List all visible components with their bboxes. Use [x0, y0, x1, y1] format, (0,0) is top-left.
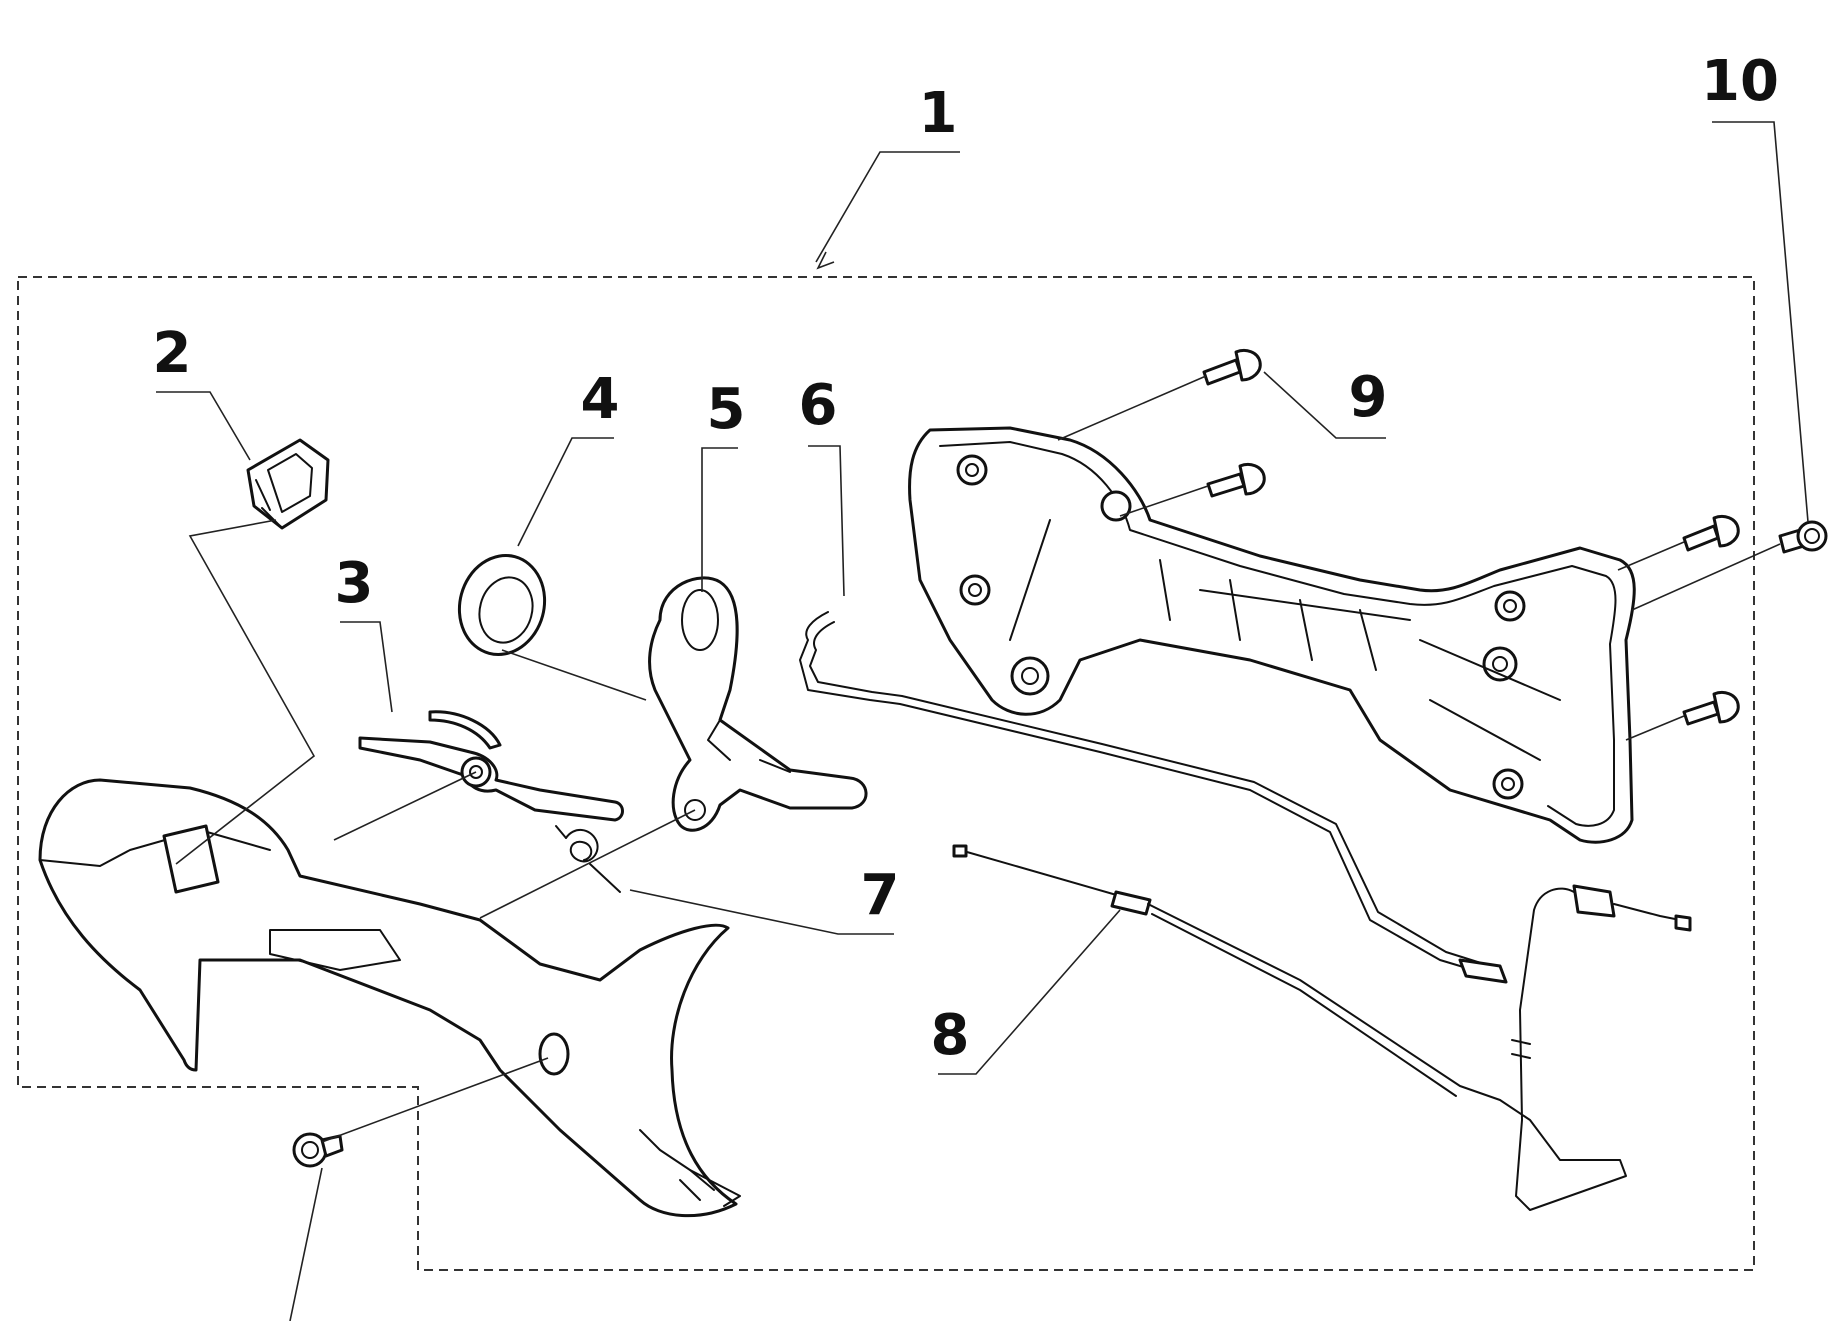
callout-6: 6 [799, 373, 838, 438]
part-screw-10 [1778, 520, 1828, 554]
callout-5: 5 [707, 377, 746, 442]
part-grommet [457, 553, 547, 657]
part-spring [555, 825, 621, 893]
part-switch [246, 438, 330, 530]
part-screw-bottom [292, 1132, 344, 1168]
part-wire-harness [799, 611, 1508, 984]
callout-10: 10 [1701, 49, 1779, 114]
part-lock-lever [358, 710, 624, 822]
callout-7: 7 [861, 863, 900, 928]
callout-9: 9 [1349, 365, 1388, 430]
callout-3: 3 [335, 551, 374, 616]
part-throttle-cable [952, 844, 1692, 1211]
part-screws [1202, 348, 1740, 726]
callout-labels: 1 2 3 4 5 6 7 8 9 10 [153, 49, 1779, 1068]
part-left-handle-half [38, 778, 741, 1218]
assembly-boundary [17, 276, 1755, 1271]
leader-lines [156, 121, 1809, 1321]
callout-2: 2 [153, 321, 192, 386]
callout-8: 8 [931, 1003, 970, 1068]
callout-1: 1 [919, 81, 958, 146]
part-right-handle-half [908, 426, 1636, 844]
callout-4: 4 [581, 367, 620, 432]
part-throttle-lever [648, 576, 868, 832]
